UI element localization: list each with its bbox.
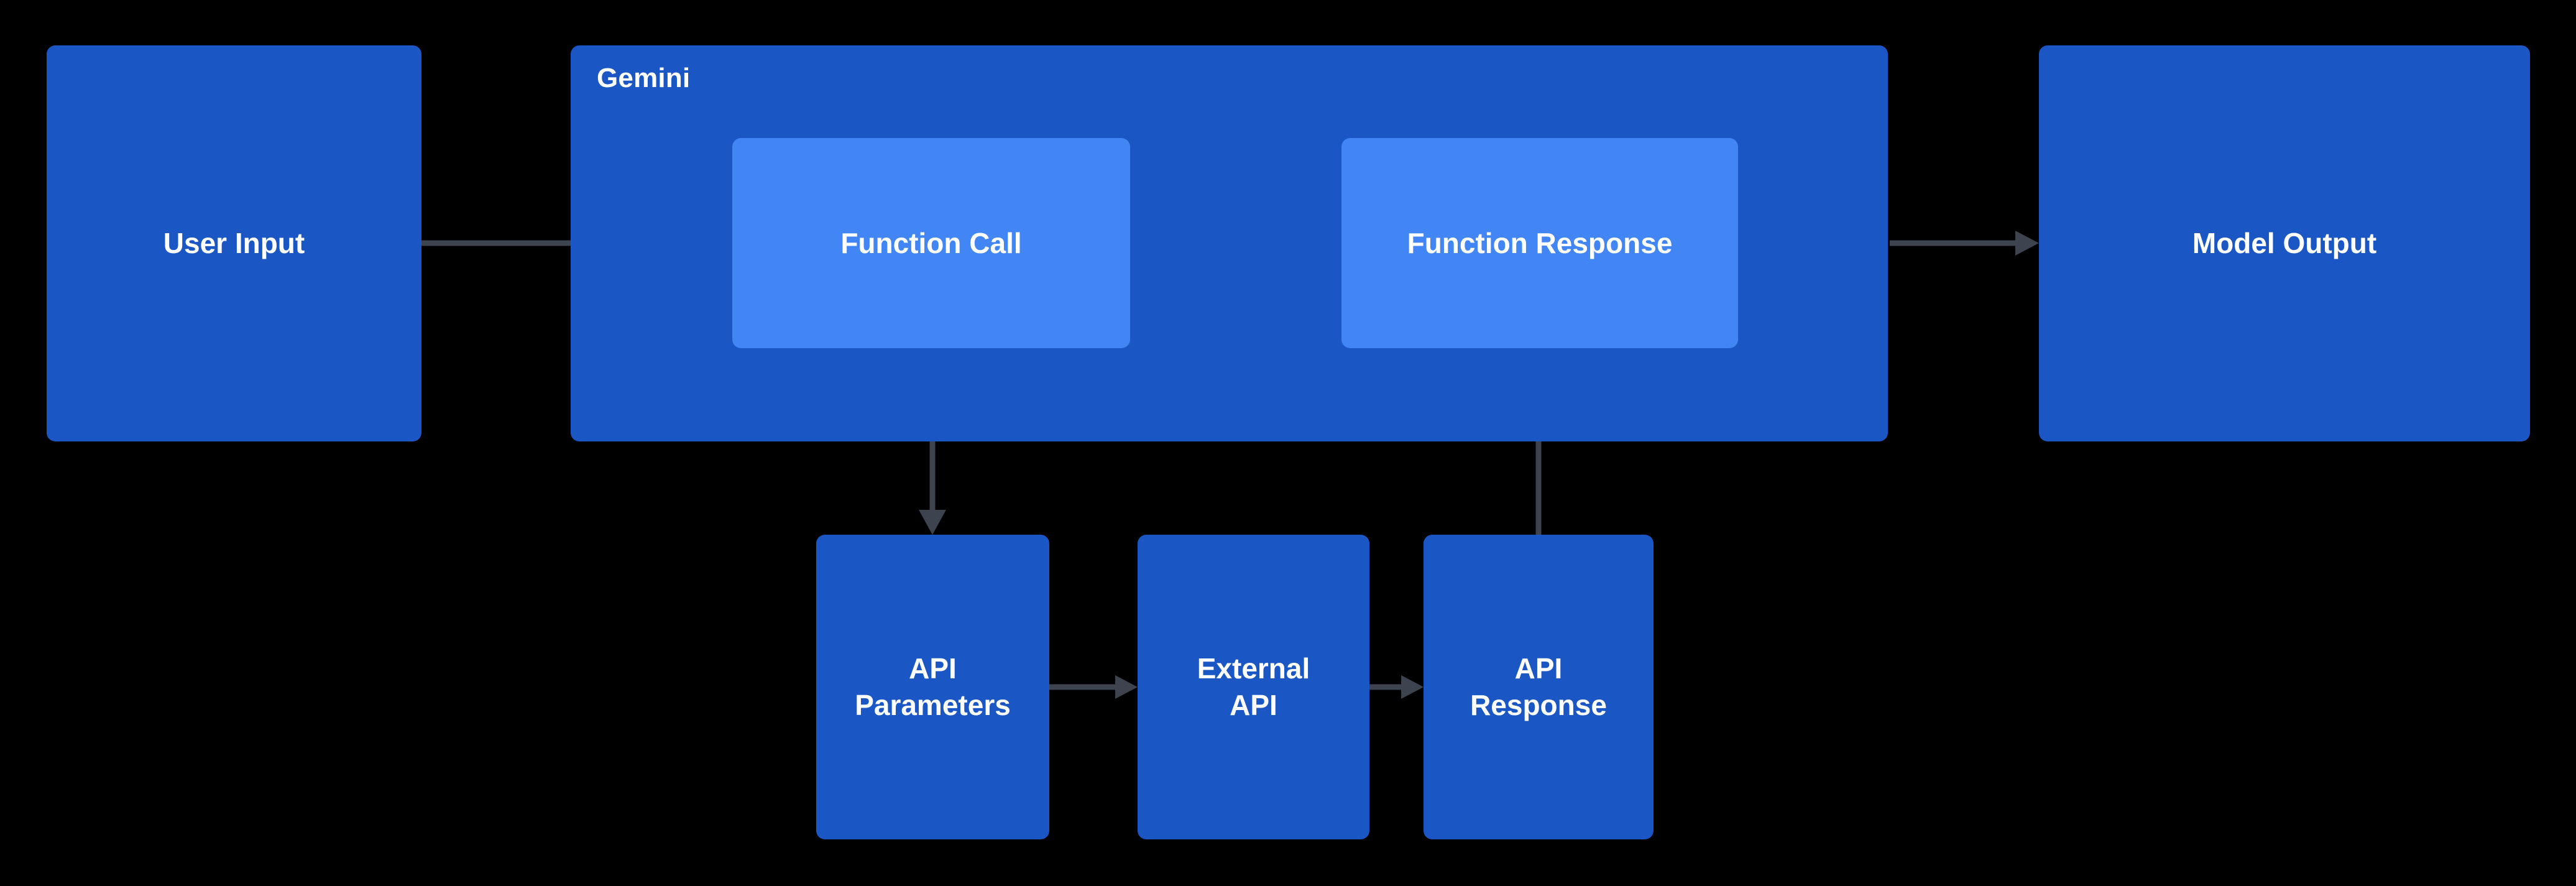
node-model-output[interactable]: Model Output bbox=[2039, 45, 2530, 441]
edge-function-response-to-model-output bbox=[1890, 231, 2039, 256]
edge-external-api-to-api-response bbox=[1369, 675, 1424, 699]
node-function-call[interactable]: Function Call bbox=[732, 138, 1130, 348]
edge-api-parameters-to-external-api bbox=[1049, 675, 1138, 699]
node-function-response-label: Function Response bbox=[1407, 226, 1673, 259]
node-model-output-label: Model Output bbox=[2192, 227, 2377, 260]
gemini-group-label: Gemini bbox=[597, 63, 691, 93]
node-user-input-label: User Input bbox=[163, 227, 305, 260]
node-function-call-label: Function Call bbox=[840, 226, 1022, 259]
node-function-response[interactable]: Function Response bbox=[1341, 138, 1738, 348]
node-user-input[interactable]: User Input bbox=[47, 45, 421, 441]
